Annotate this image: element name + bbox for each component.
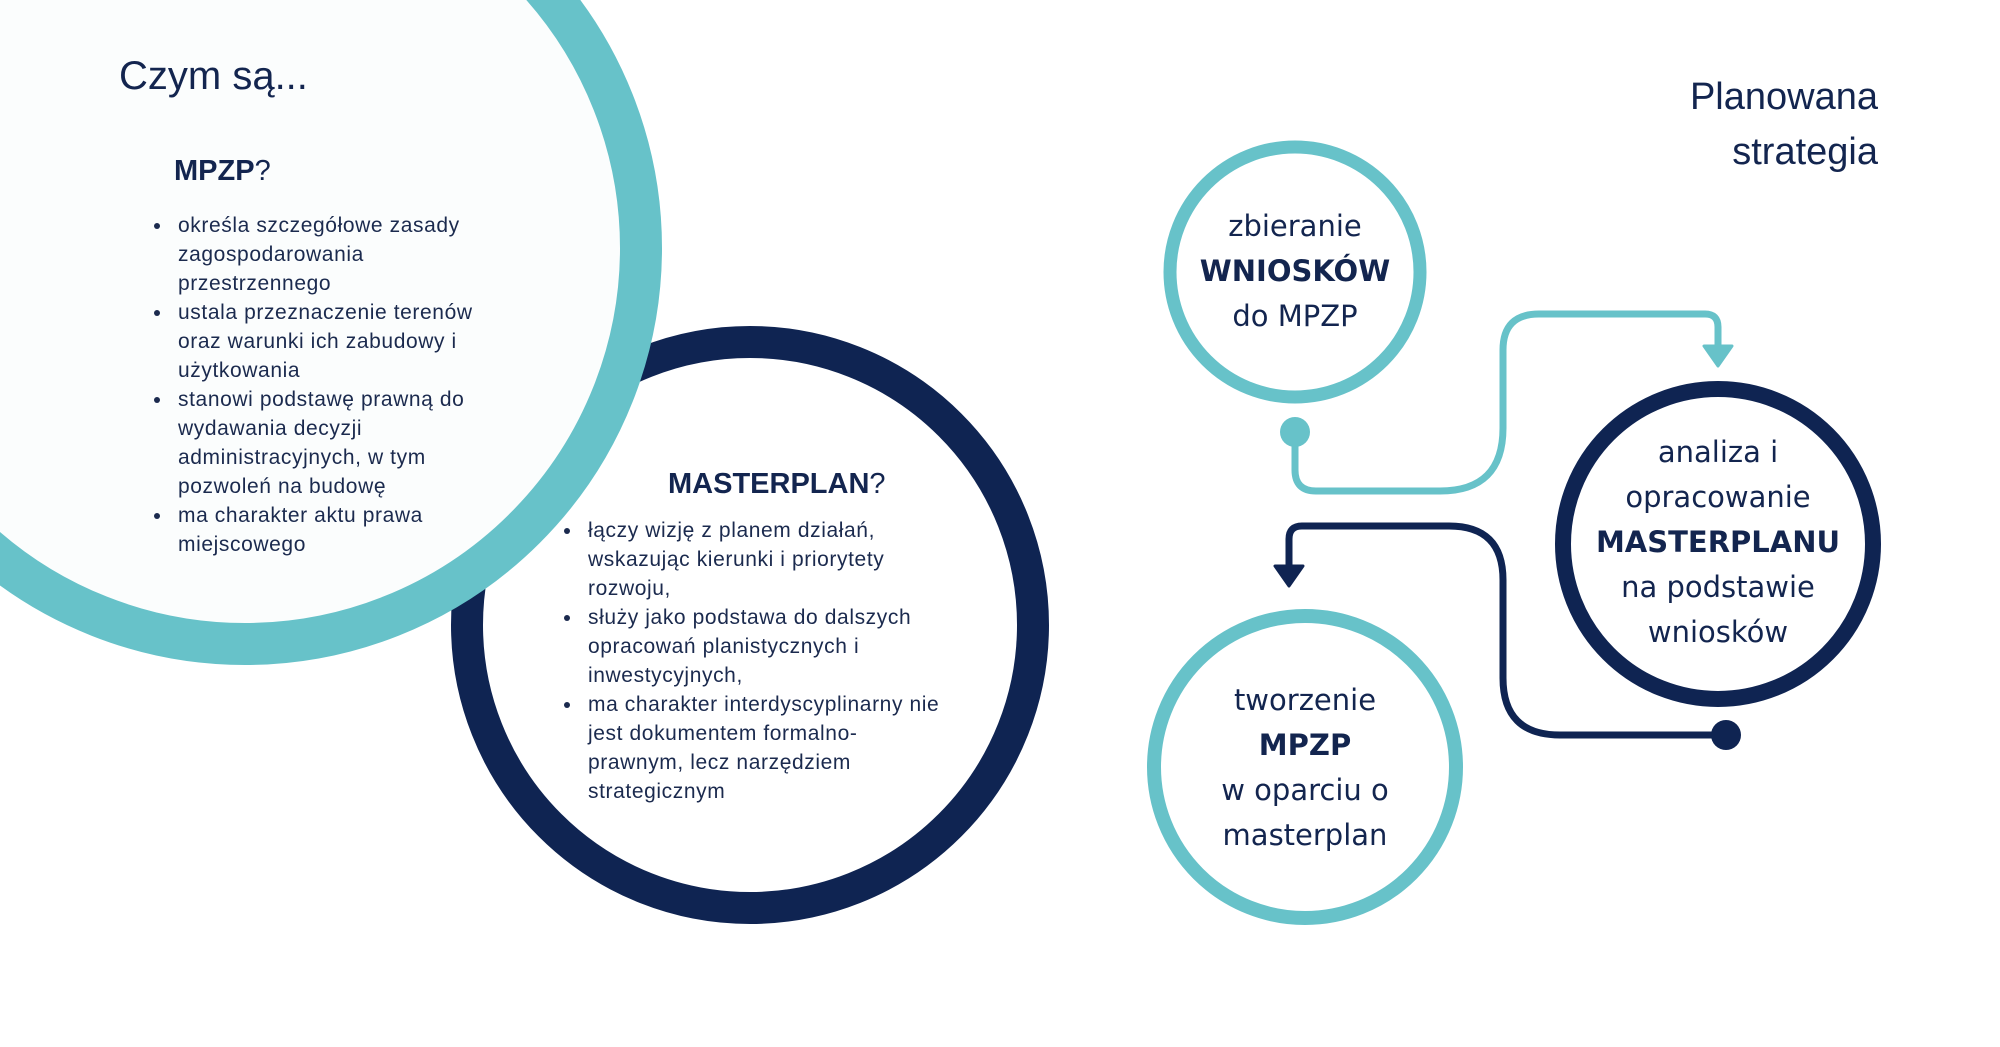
step-line: do MPZP [1232, 299, 1358, 333]
step-line: tworzenie [1233, 683, 1377, 717]
arrow-down-icon [1702, 344, 1734, 368]
list-item: ustala przeznaczenie terenów oraz warunk… [154, 298, 508, 385]
list-item: stanowi podstawę prawną do wydawania dec… [154, 385, 508, 501]
step-line-bold: MPZP [1258, 728, 1352, 762]
step-line: na podstawie [1621, 570, 1815, 604]
step2-circle [1555, 381, 1881, 707]
strategy-title: Planowana strategia [1690, 70, 1878, 180]
strategy-title-line: Planowana [1689, 76, 1878, 118]
arrow-down-icon [1273, 564, 1305, 588]
step1-text: zbieranie WNIOSKÓW do MPZP [1175, 204, 1415, 339]
masterplan-title: MASTERPLAN? [668, 468, 886, 501]
connector-teal [1291, 310, 1722, 495]
connector-teal-dot [1280, 417, 1310, 447]
step-line: masterplan [1222, 818, 1388, 852]
question-mark: ? [254, 155, 271, 187]
mpzp-circle [0, 0, 662, 665]
step2-text: analiza i opracowanie MASTERPLANU na pod… [1563, 430, 1873, 655]
step-line: wniosków [1647, 615, 1789, 649]
mpzp-list: określa szczegółowe zasady zagospodarowa… [154, 211, 508, 559]
step-line: opracowanie [1625, 480, 1811, 514]
strategy-title-line: strategia [1732, 131, 1878, 173]
question-mark: ? [869, 468, 886, 500]
mpzp-title-text: MPZP [174, 155, 255, 187]
masterplan-circle [451, 326, 1049, 924]
step3-text: tworzenie MPZP w oparciu o masterplan [1165, 678, 1445, 858]
connector-navy-dot [1711, 720, 1741, 750]
step-line-bold: MASTERPLANU [1595, 525, 1841, 559]
masterplan-title-text: MASTERPLAN [668, 468, 870, 500]
step-line: w oparciu o [1221, 773, 1389, 807]
list-item: łączy wizję z planem działań, wskazując … [564, 516, 953, 603]
list-item: ma charakter interdyscyplinarny nie jest… [564, 690, 953, 806]
step1-circle [1163, 140, 1427, 404]
connector-navy [1285, 522, 1726, 739]
mpzp-title: MPZP? [174, 155, 271, 188]
step-line: analiza i [1657, 435, 1779, 469]
list-item: ma charakter aktu prawa miejscowego [154, 501, 508, 559]
masterplan-list: łączy wizję z planem działań, wskazując … [564, 516, 953, 806]
section-heading: Czym są... [119, 54, 308, 98]
list-item: określa szczegółowe zasady zagospodarowa… [154, 211, 508, 298]
step-line: zbieranie [1228, 209, 1362, 243]
list-item: służy jako podstawa do dalszych opracowa… [564, 603, 953, 690]
step-line-bold: WNIOSKÓW [1199, 254, 1391, 288]
step3-circle [1147, 609, 1463, 925]
